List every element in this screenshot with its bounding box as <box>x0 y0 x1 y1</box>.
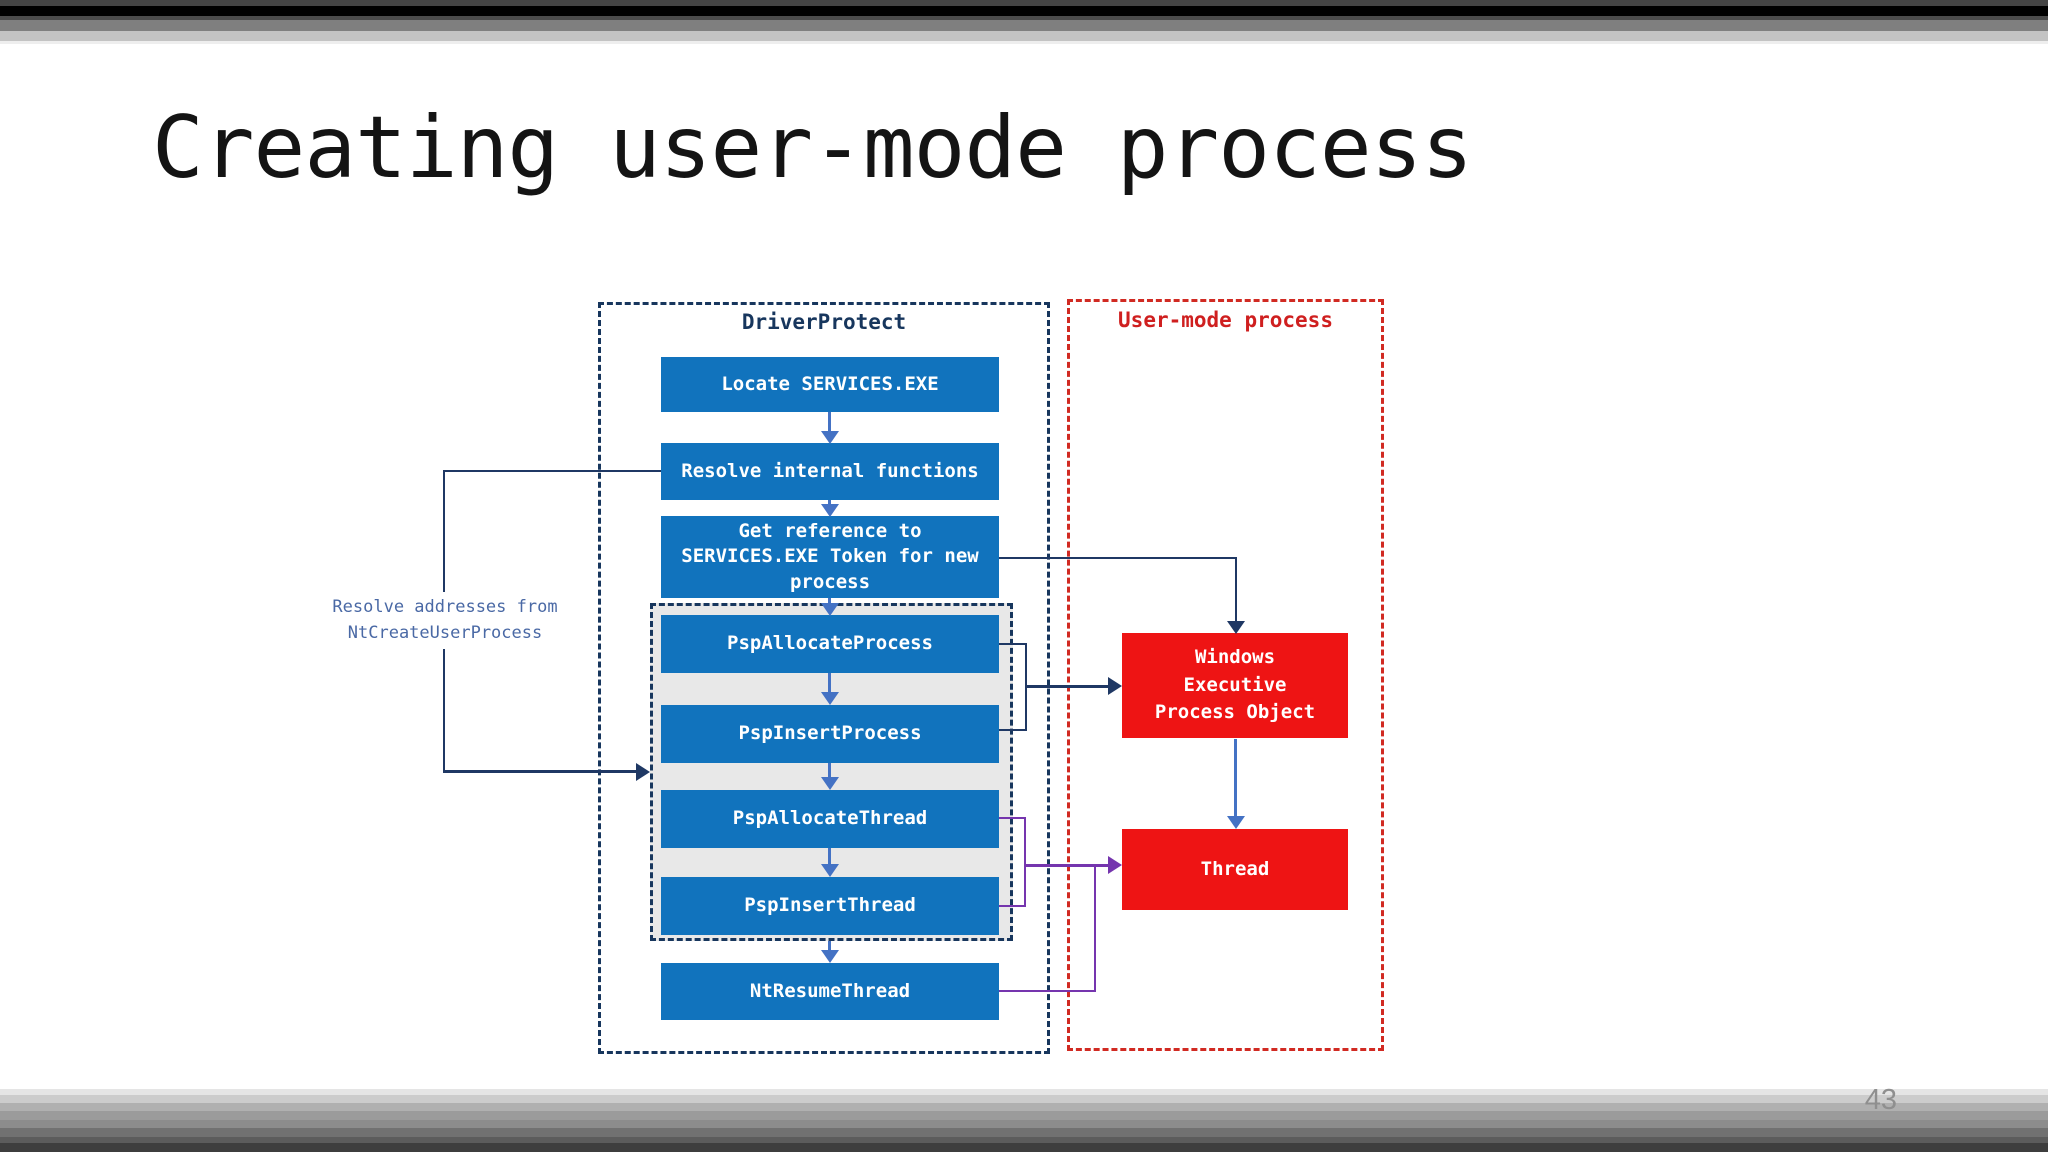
arrowhead-insthread-to-ntresume <box>821 950 839 963</box>
arrow-insthread-to-ntresume <box>828 941 831 951</box>
token-link-horizontal <box>999 557 1236 559</box>
player-bottom-chrome <box>0 1080 2048 1152</box>
sideloop-top-line <box>443 470 661 472</box>
arrowhead-insproc-to-allocthread <box>821 777 839 790</box>
side-note-resolve-addresses: Resolve addresses from NtCreateUserProce… <box>320 592 570 649</box>
token-link-vertical <box>1235 557 1237 622</box>
arrow-locate-to-resolve <box>828 412 831 432</box>
thread-bracket-bottom <box>999 905 1026 907</box>
thread-bracket-vertical <box>1024 817 1026 907</box>
result-thread: Thread <box>1122 829 1348 910</box>
user-mode-group-label: User-mode process <box>1118 308 1333 332</box>
arrowhead-locate-to-resolve <box>821 431 839 444</box>
driverprotect-group-box <box>598 302 1050 1054</box>
arrow-getref-to-allocproc <box>828 598 831 604</box>
step-psp-insert-process: PspInsertProcess <box>661 705 999 763</box>
process-bracket-top <box>999 643 1027 645</box>
step-get-reference-token: Get reference to SERVICES.EXE Token for … <box>661 516 999 598</box>
step-nt-resume-thread: NtResumeThread <box>661 963 999 1020</box>
arrowhead-getref-to-allocproc <box>821 603 839 616</box>
arrowhead-allocthread-to-insthread <box>821 864 839 877</box>
arrow-allocproc-to-insproc <box>828 673 831 693</box>
ntresume-link-horizontal <box>999 990 1096 992</box>
process-bracket-bottom <box>999 729 1027 731</box>
ntresume-link-vertical <box>1094 866 1096 992</box>
arrow-processobject-to-thread <box>1234 739 1237 817</box>
arrowhead-resolve-to-getref <box>821 504 839 517</box>
arrow-resolve-to-getref <box>828 500 831 505</box>
arrowhead-sideloop-into-subgroup <box>636 763 650 781</box>
arrow-allocthread-to-insthread <box>828 848 831 865</box>
arrowhead-processobject-to-thread <box>1227 816 1245 829</box>
step-psp-allocate-thread: PspAllocateThread <box>661 790 999 848</box>
driverprotect-group-label: DriverProtect <box>741 310 907 334</box>
slide-title: Creating user-mode process <box>152 98 1473 198</box>
user-mode-group-box <box>1067 299 1384 1051</box>
process-bracket-arrow-line <box>1025 685 1108 688</box>
arrow-insproc-to-allocthread <box>828 763 831 778</box>
result-windows-executive-process-object: Windows Executive Process Object <box>1122 633 1348 738</box>
step-resolve-internal-functions: Resolve internal functions <box>661 443 999 500</box>
step-psp-insert-thread: PspInsertThread <box>661 877 999 935</box>
player-top-chrome <box>0 0 2048 44</box>
arrowhead-process-into-processobject <box>1108 677 1122 695</box>
arrowhead-allocproc-to-insproc <box>821 692 839 705</box>
thread-bracket-top <box>999 817 1026 819</box>
arrowhead-thread-into-thread <box>1108 856 1122 874</box>
slide-page-number: 43 <box>1864 1084 1897 1116</box>
arrowhead-token-into-processobject <box>1227 621 1245 634</box>
step-locate-services: Locate SERVICES.EXE <box>661 357 999 412</box>
sideloop-bottom-line <box>443 770 636 773</box>
step-psp-allocate-process: PspAllocateProcess <box>661 615 999 673</box>
thread-bracket-arrow-line <box>1024 864 1108 867</box>
